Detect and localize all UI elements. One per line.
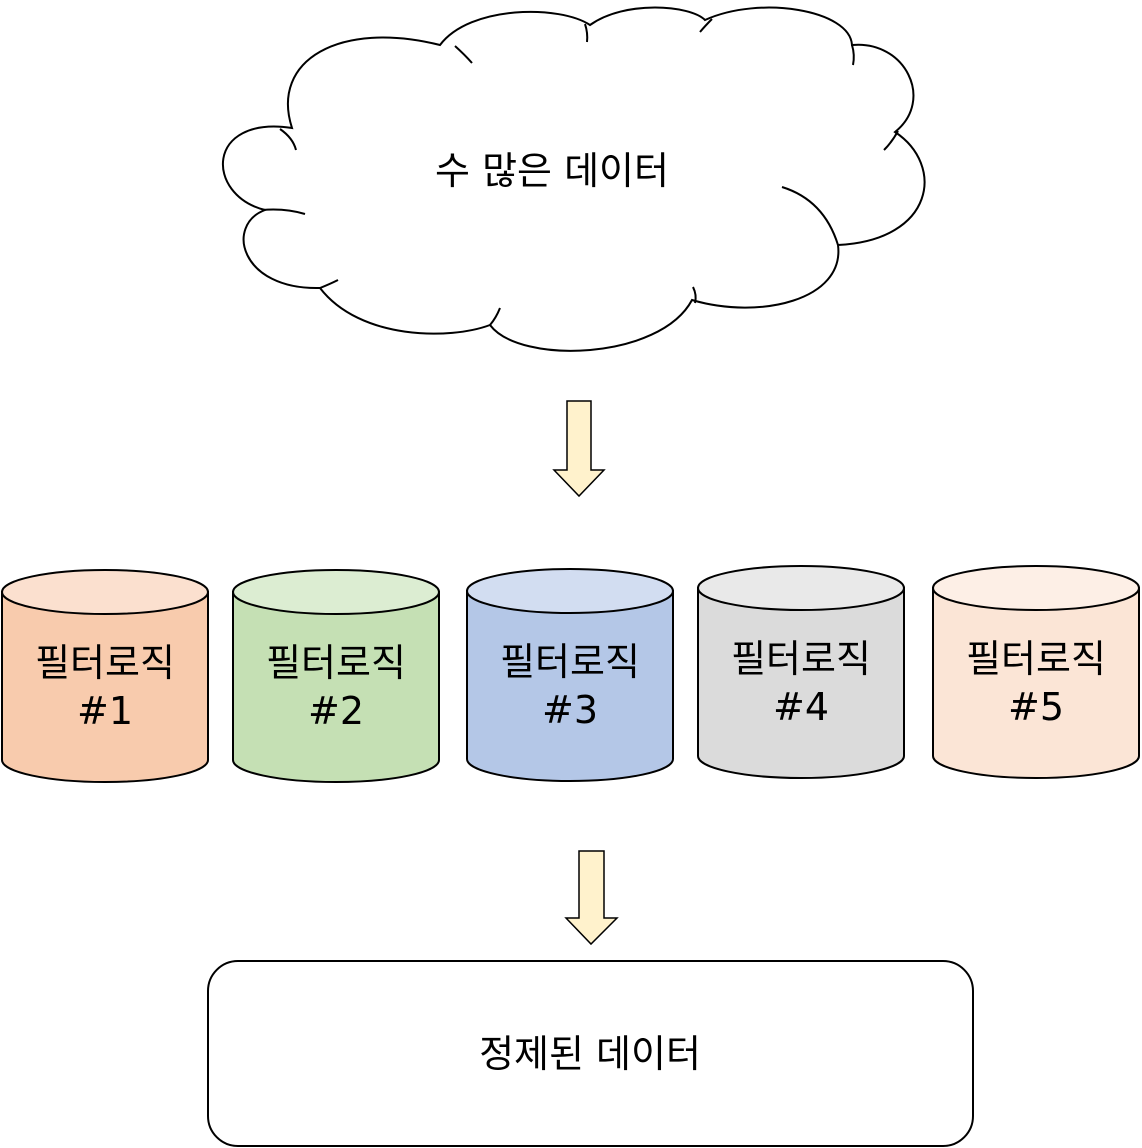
filter-number: #2 bbox=[308, 689, 364, 733]
cloud-contour-5 bbox=[851, 44, 855, 66]
result-label: 정제된 데이터 bbox=[479, 1032, 701, 1076]
cloud-contour-3 bbox=[584, 23, 589, 43]
cylinder-top bbox=[932, 565, 1140, 611]
cylinder-body bbox=[1, 591, 209, 783]
filter-title: 필터로직 bbox=[35, 641, 175, 685]
cloud-contour-8 bbox=[692, 286, 697, 304]
filter-number: #4 bbox=[773, 685, 829, 729]
data-source-cloud: 수 많은 데이터 bbox=[221, 6, 926, 352]
refined-data-box: 정제된 데이터 bbox=[207, 960, 974, 1147]
cloud-contour-4 bbox=[699, 18, 713, 33]
result-box-shape bbox=[207, 960, 974, 1147]
arrow-shape bbox=[564, 850, 619, 946]
filter-db-3: 필터로직 #3 bbox=[466, 568, 674, 782]
cylinder-top bbox=[697, 565, 905, 611]
filter-number: #3 bbox=[542, 688, 598, 732]
filter-title: 필터로직 bbox=[500, 640, 640, 684]
cloud-contour-2 bbox=[454, 45, 473, 64]
filter-title: 필터로직 bbox=[731, 637, 871, 681]
filter-row: 필터로직 #1 필터로직 #2 필터로직 #3 필터로직 #4 필터로직 #5 bbox=[1, 565, 1140, 783]
cylinder-body bbox=[466, 590, 674, 782]
cylinder-body bbox=[697, 587, 905, 779]
cylinder-top bbox=[232, 569, 440, 615]
cloud-shape bbox=[221, 6, 926, 352]
cylinder-body bbox=[232, 591, 440, 783]
cylinder-body bbox=[932, 587, 1140, 779]
filter-number: #1 bbox=[77, 689, 133, 733]
filter-number: #5 bbox=[1008, 685, 1064, 729]
arrow-shape bbox=[552, 400, 606, 498]
cylinder-top bbox=[1, 569, 209, 615]
cloud-contour-9 bbox=[489, 307, 501, 326]
filter-db-1: 필터로직 #1 bbox=[1, 569, 209, 783]
cloud-contour-6 bbox=[883, 130, 899, 151]
cylinder-top bbox=[466, 568, 674, 614]
cloud-contour-10 bbox=[319, 279, 339, 289]
filter-title: 필터로직 bbox=[266, 641, 406, 685]
cloud-contour-11 bbox=[261, 208, 306, 215]
cloud-contour-7 bbox=[781, 186, 839, 246]
down-arrow-1 bbox=[552, 400, 606, 498]
filter-db-4: 필터로직 #4 bbox=[697, 565, 905, 779]
filter-db-5: 필터로직 #5 bbox=[932, 565, 1140, 779]
filter-title: 필터로직 bbox=[966, 637, 1106, 681]
filter-db-2: 필터로직 #2 bbox=[232, 569, 440, 783]
cloud-contour-1 bbox=[279, 128, 297, 151]
cloud-label: 수 많은 데이터 bbox=[435, 149, 669, 193]
down-arrow-2 bbox=[564, 850, 619, 946]
